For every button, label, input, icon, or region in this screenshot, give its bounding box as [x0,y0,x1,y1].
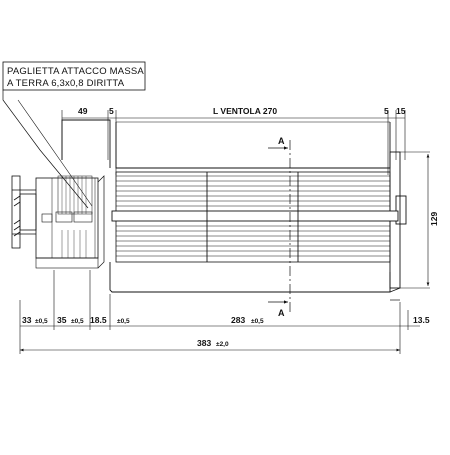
motor-terminal [73,211,93,223]
flange-tick [13,201,21,207]
ground-tab-note: PAGLIETTA ATTACCO MASSA A TERRA 6,3x0,8 … [2,61,146,209]
impeller [111,171,399,263]
flange-tick [13,231,21,237]
dim-33-tol: ±0,5 [35,318,48,325]
dim-5-left: 5 [109,106,114,116]
dim-35-tol: ±0,5 [71,318,84,325]
flange-tick [13,219,21,225]
ground-tab [41,213,53,223]
dim-33: 33 [22,315,32,325]
impeller-shaft [111,210,399,222]
top-dimensions [61,110,406,175]
note-line-1: PAGLIETTA ATTACCO MASSA [7,66,144,77]
dim-13-5: 13.5 [413,315,430,325]
flange-tick [13,195,21,201]
dim-18-5: 18.5 [90,315,107,325]
dim-129: 129 [429,212,439,226]
dim-383: 383 [197,338,211,348]
dim-283: 283 [231,315,245,325]
motor-strap [97,175,105,269]
housing-corner [389,287,401,293]
housing-top-wall [115,122,391,169]
section-label-bottom: A [278,308,285,318]
bottom-dimensions [19,270,420,354]
note-line-2: A TERRA 6,3x0,8 DIRITTA [7,78,125,89]
dim-283-tol: ±0,5 [251,318,264,325]
dim-18-5-tol: ±0,5 [117,318,130,325]
note-box [2,61,146,91]
dim-15: 15 [396,106,406,116]
motor-winding [57,175,93,215]
motor-body [35,177,99,259]
motor-terminal [55,211,73,223]
right-bearing [395,195,407,225]
section-label-top: A [278,136,285,146]
note-leader-line-2 [17,99,93,207]
dim-49: 49 [78,106,88,116]
section-line-a-a [268,140,291,312]
motor-flange [11,175,21,249]
motor-endcap [19,193,37,231]
dim-383-tol: ±2,0 [216,341,229,348]
dim-35: 35 [57,315,67,325]
housing-bottom-wall [109,262,391,293]
motor [11,175,105,269]
blower-housing [61,119,430,301]
flange-tick [13,225,21,231]
housing-left-bracket [61,119,111,168]
dim-5-right: 5 [384,106,389,116]
dim-fan-length: L VENTOLA 270 [213,106,277,116]
motor-base [35,257,99,269]
note-leader-line [2,90,89,209]
